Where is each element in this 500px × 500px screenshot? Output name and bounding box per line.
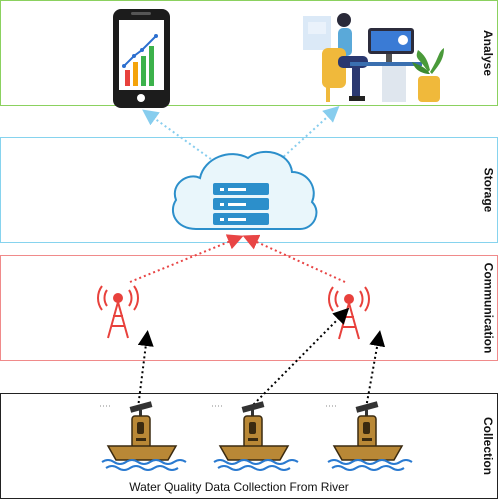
tower-arrow-left [129,234,244,283]
upload-arrow-right [279,105,340,161]
smartphone-chart-icon [113,9,170,108]
buoy-arrow-2 [249,307,350,409]
buoy-boat-icon [326,401,413,471]
buoy-arrow-1 [137,330,154,409]
analyse-layer [0,0,498,106]
buoy-arrow-3 [365,330,386,409]
communication-layer [0,255,498,361]
buoy-boat-icon [212,401,299,471]
radio-tower-icon [97,285,139,339]
tower-arrow-right [242,234,346,283]
upload-arrow-left [142,109,216,163]
buoy-boat-icon [100,401,187,471]
radio-tower-icon [328,286,370,340]
collection-caption: Water Quality Data Collection From River [129,480,349,494]
analyst-desk-icon [303,13,444,102]
cloud-server-icon [171,150,318,230]
